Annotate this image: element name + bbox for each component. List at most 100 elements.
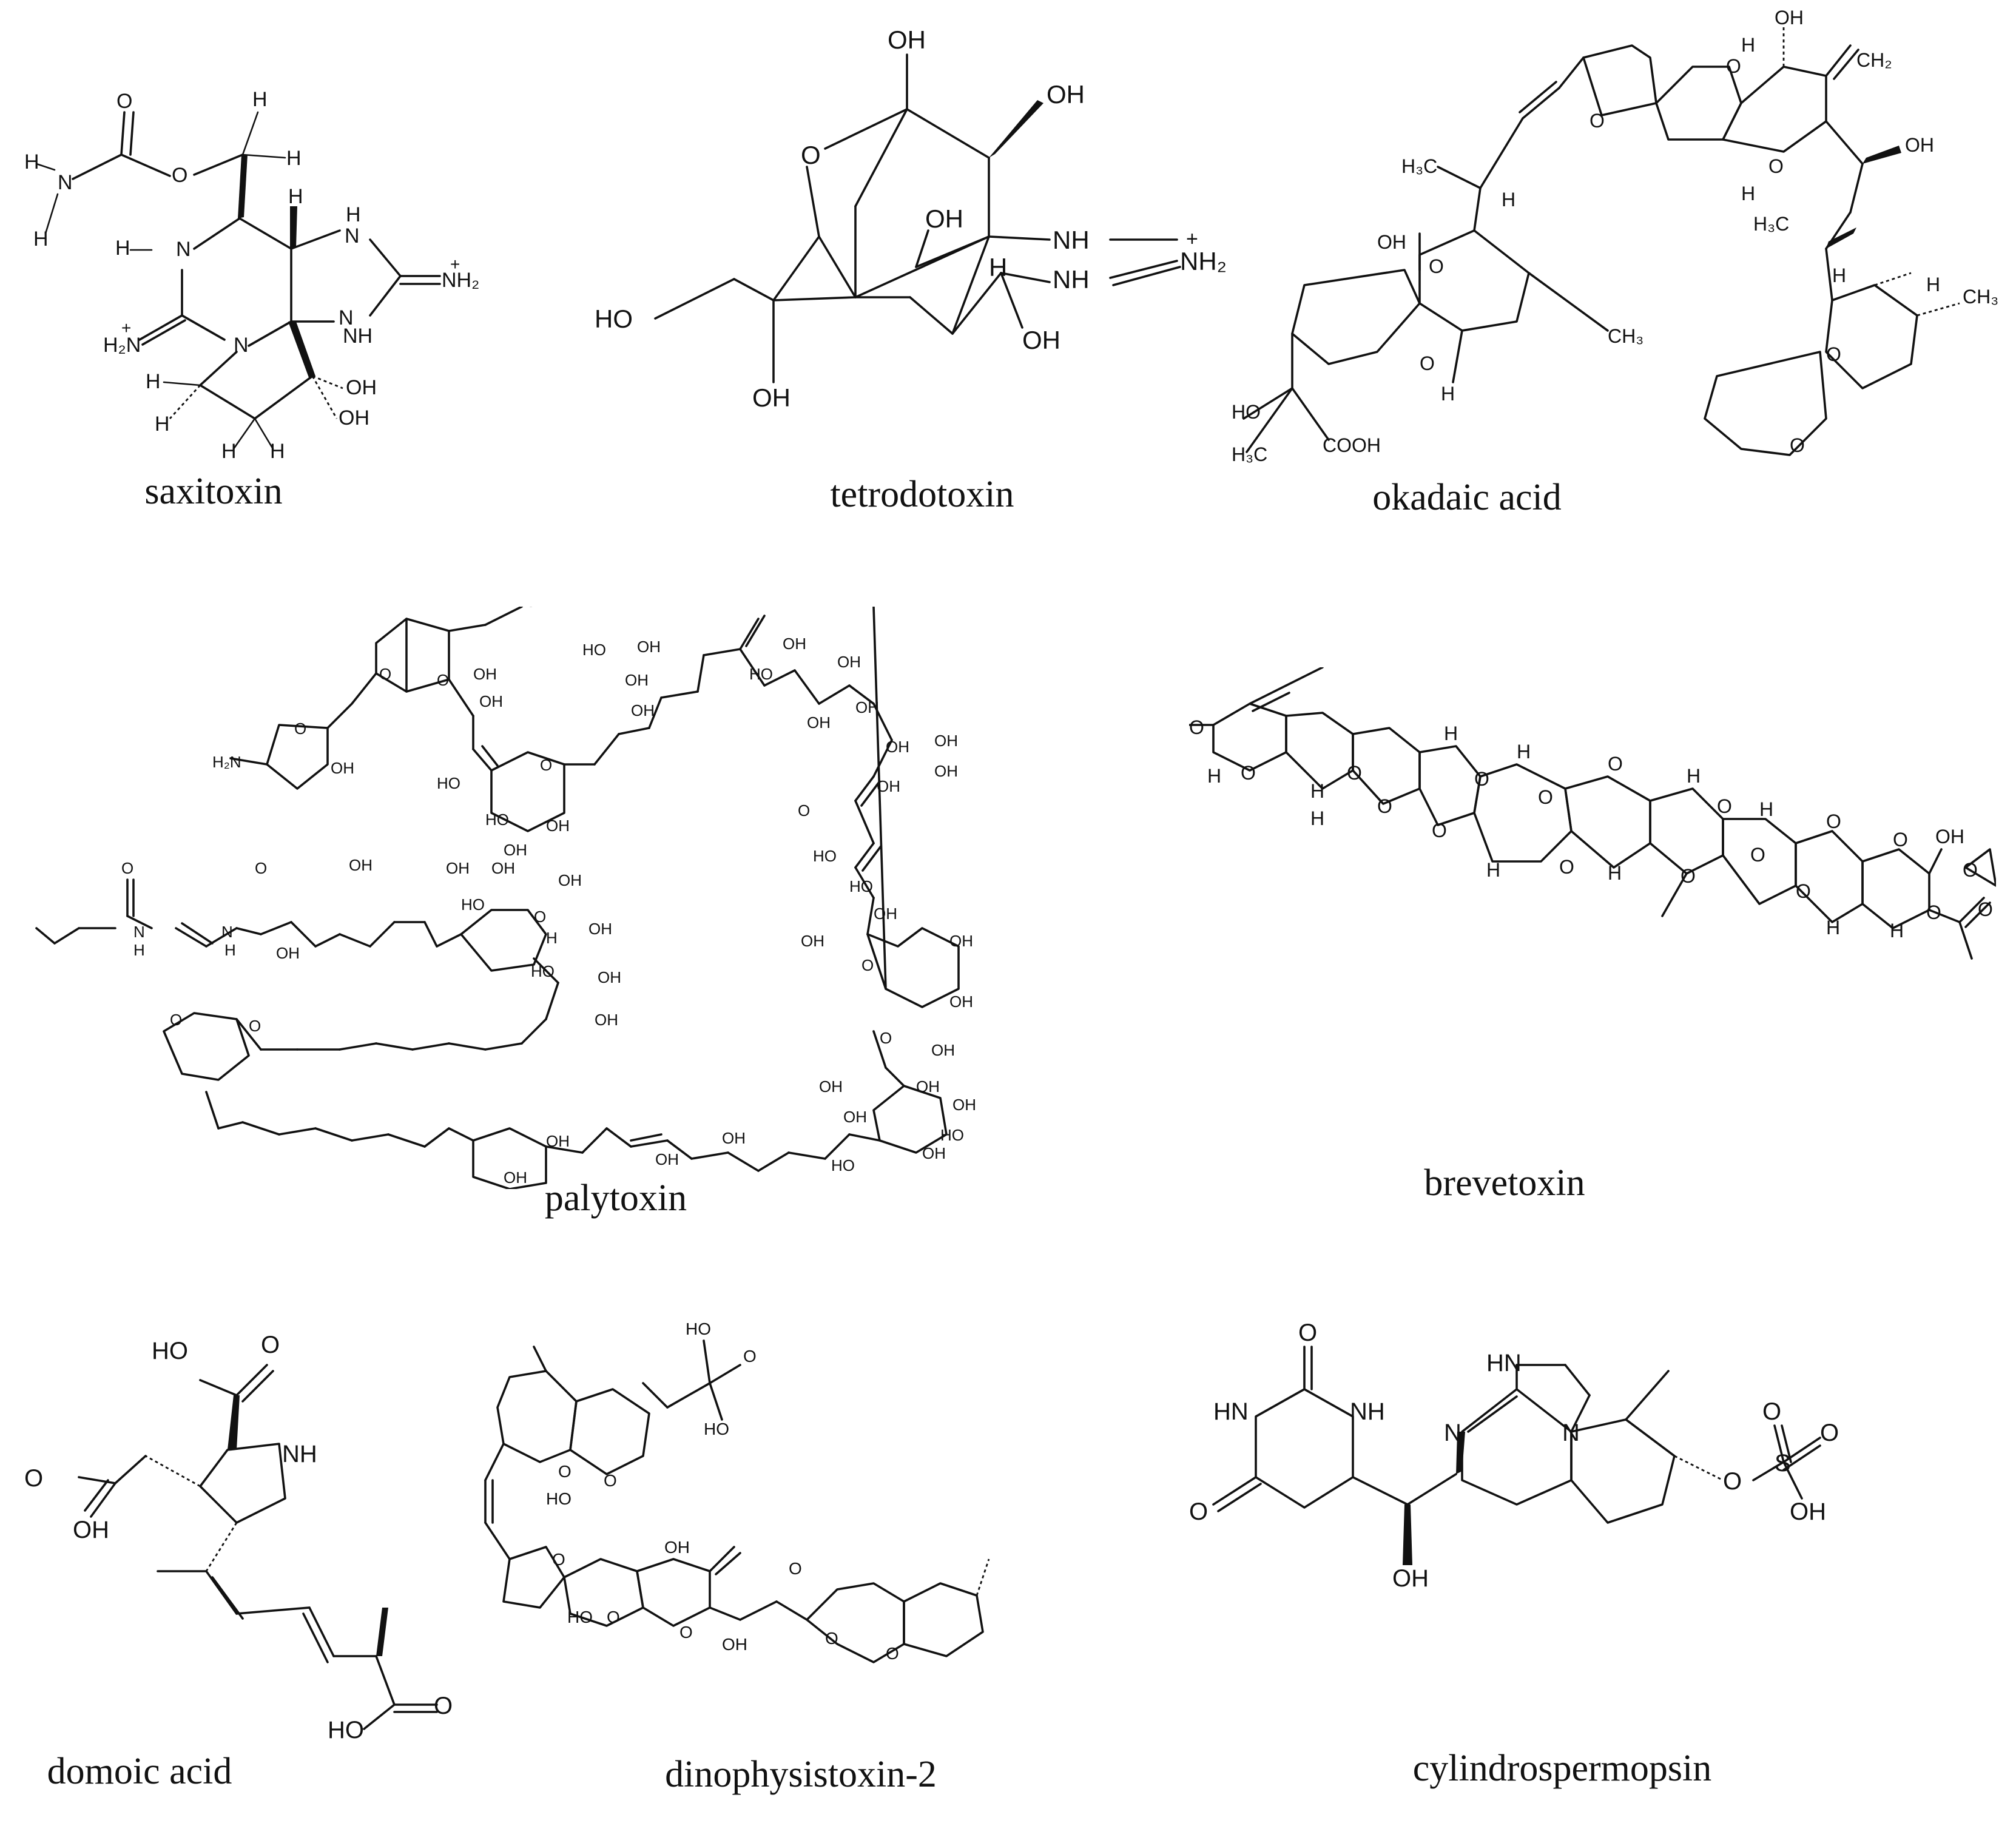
atom-label: CH₃ <box>1963 286 1998 308</box>
atom-label: OH <box>331 759 354 777</box>
atom-label: O <box>1723 1468 1742 1495</box>
atom-label: H <box>288 185 303 208</box>
atom-label: OH <box>752 383 791 412</box>
atom-label: O <box>861 956 874 974</box>
atom-label: + <box>450 255 460 274</box>
atom-label: O <box>1893 829 1908 851</box>
atom-label: H₃C <box>1401 155 1437 177</box>
atom-label: O <box>294 719 306 738</box>
atom-label: OH <box>546 817 570 835</box>
atom-label: OH <box>625 671 649 689</box>
atom-label: OH <box>855 698 879 716</box>
atom-label: O <box>1796 880 1811 902</box>
atom-label: OH <box>276 944 300 962</box>
palytoxin-svg: OH O O OH H₂N O OH OH O HO OH HO OH OH H… <box>35 607 976 1189</box>
atom-label: CH₃ <box>1608 325 1643 347</box>
atom-label: H <box>224 941 236 959</box>
atom-label: O <box>1790 434 1805 456</box>
atom-label: HO <box>1232 401 1261 423</box>
atom-label: OH <box>1935 826 1964 847</box>
atom-label: O <box>249 1017 261 1035</box>
atom-label: H₂N <box>103 334 141 357</box>
atom-label: OH <box>874 905 897 923</box>
atom-label: H <box>1517 741 1531 763</box>
atom-label: H <box>1444 723 1458 744</box>
atom-label: HO <box>531 962 555 980</box>
atom-label: HO <box>582 641 606 659</box>
atom-label: O <box>437 671 449 689</box>
atom-label: O <box>1590 110 1605 132</box>
atom-label: H <box>1826 917 1840 938</box>
atom-label: OH <box>843 1108 867 1126</box>
atom-label: HO <box>749 665 773 683</box>
atom-label: H <box>1926 274 1940 295</box>
domoic-acid-structure: HO O NH O OH O HO <box>0 1304 461 1741</box>
atom-label: H <box>270 440 285 463</box>
atom-label: OH <box>1377 231 1406 253</box>
atom-label: OH <box>934 762 958 780</box>
atom-label: O <box>1474 768 1489 790</box>
molecule-name-saxitoxin: saxitoxin <box>144 471 283 512</box>
atom-label: O <box>1762 1398 1781 1425</box>
atom-label: O <box>743 1347 757 1366</box>
atom-label: HO <box>686 1319 711 1338</box>
atom-label: HO <box>595 305 633 333</box>
atom-label: NH <box>282 1441 317 1467</box>
atom-label: O <box>379 665 391 683</box>
atom-label: O <box>1820 1420 1839 1446</box>
atom-label: H <box>33 227 49 251</box>
atom-label: OH <box>819 1077 843 1096</box>
atom-label: O <box>540 756 552 774</box>
atom-label: OH <box>631 701 655 719</box>
atom-label: OH <box>595 1011 618 1029</box>
atom-label: O <box>255 859 267 877</box>
atom-label: O <box>801 141 821 169</box>
atom-label: O <box>1963 859 1978 881</box>
atom-label: H <box>115 237 130 260</box>
atom-label: O <box>1717 795 1732 817</box>
atom-label: NH₂ <box>1180 247 1227 275</box>
cylindrospermopsin-svg: O HN NH HN N N O O S O OH OH O <box>1189 1322 1839 1592</box>
tetrodotoxin-svg: OH OH O OH NH NH₂ + H NH HO OH OH <box>595 25 1227 412</box>
atom-label: OH <box>637 638 661 656</box>
atom-label: OH <box>479 692 503 710</box>
atom-label: O <box>534 908 546 926</box>
atom-label: OH <box>925 204 963 233</box>
atom-label: OH <box>801 932 824 950</box>
atom-label: O <box>798 801 810 820</box>
atom-label: O <box>24 1465 43 1492</box>
atom-label: OH <box>504 841 527 859</box>
atom-label: S <box>1775 1450 1791 1477</box>
atom-label: OH <box>664 1538 690 1557</box>
cylindrospermopsin-structure: O HN NH HN N N O O S O OH OH O <box>1177 1322 1917 1699</box>
molecule-name-tetrodotoxin: tetrodotoxin <box>830 474 1014 515</box>
atom-label: H <box>1486 859 1500 881</box>
brevetoxin-structure: O O H H O O H H O O H H O O H H O O H O … <box>1189 667 1996 1153</box>
atom-label: NH₂ <box>442 269 479 292</box>
atom-label: OH <box>807 713 831 732</box>
atom-label: O <box>1347 762 1362 784</box>
molecule-name-palytoxin: palytoxin <box>544 1177 687 1219</box>
atom-label: NH <box>1053 226 1090 254</box>
atom-label: OH <box>837 653 861 671</box>
atom-label: O <box>880 1029 892 1047</box>
atom-label: N <box>345 224 360 248</box>
atom-label: OH <box>525 607 548 610</box>
atom-label: H <box>252 88 268 111</box>
atom-label: H <box>1890 920 1904 942</box>
okadaic-acid-structure: OH CH₂ O O O H H OH H₃C H H₃C OH O H CH₃… <box>1219 0 2014 485</box>
atom-label: CH₂ <box>1856 49 1892 71</box>
atom-label: OH <box>1775 7 1804 29</box>
atom-label: H <box>24 150 39 174</box>
atom-label: OH <box>931 1041 955 1059</box>
okadaic-acid-svg: OH CH₂ O O O H H OH H₃C H H₃C OH O H CH₃… <box>1232 7 1998 465</box>
atom-label: N <box>1444 1420 1461 1446</box>
atom-label: O <box>261 1332 280 1358</box>
atom-label: O <box>1429 255 1444 277</box>
atom-label: H <box>146 370 161 393</box>
atom-label: OH <box>349 856 373 874</box>
atom-label: OH <box>546 1132 570 1150</box>
atom-label: N <box>221 923 233 941</box>
atom-label: O <box>121 859 133 877</box>
molecule-name-domoic-acid: domoic acid <box>47 1751 232 1792</box>
